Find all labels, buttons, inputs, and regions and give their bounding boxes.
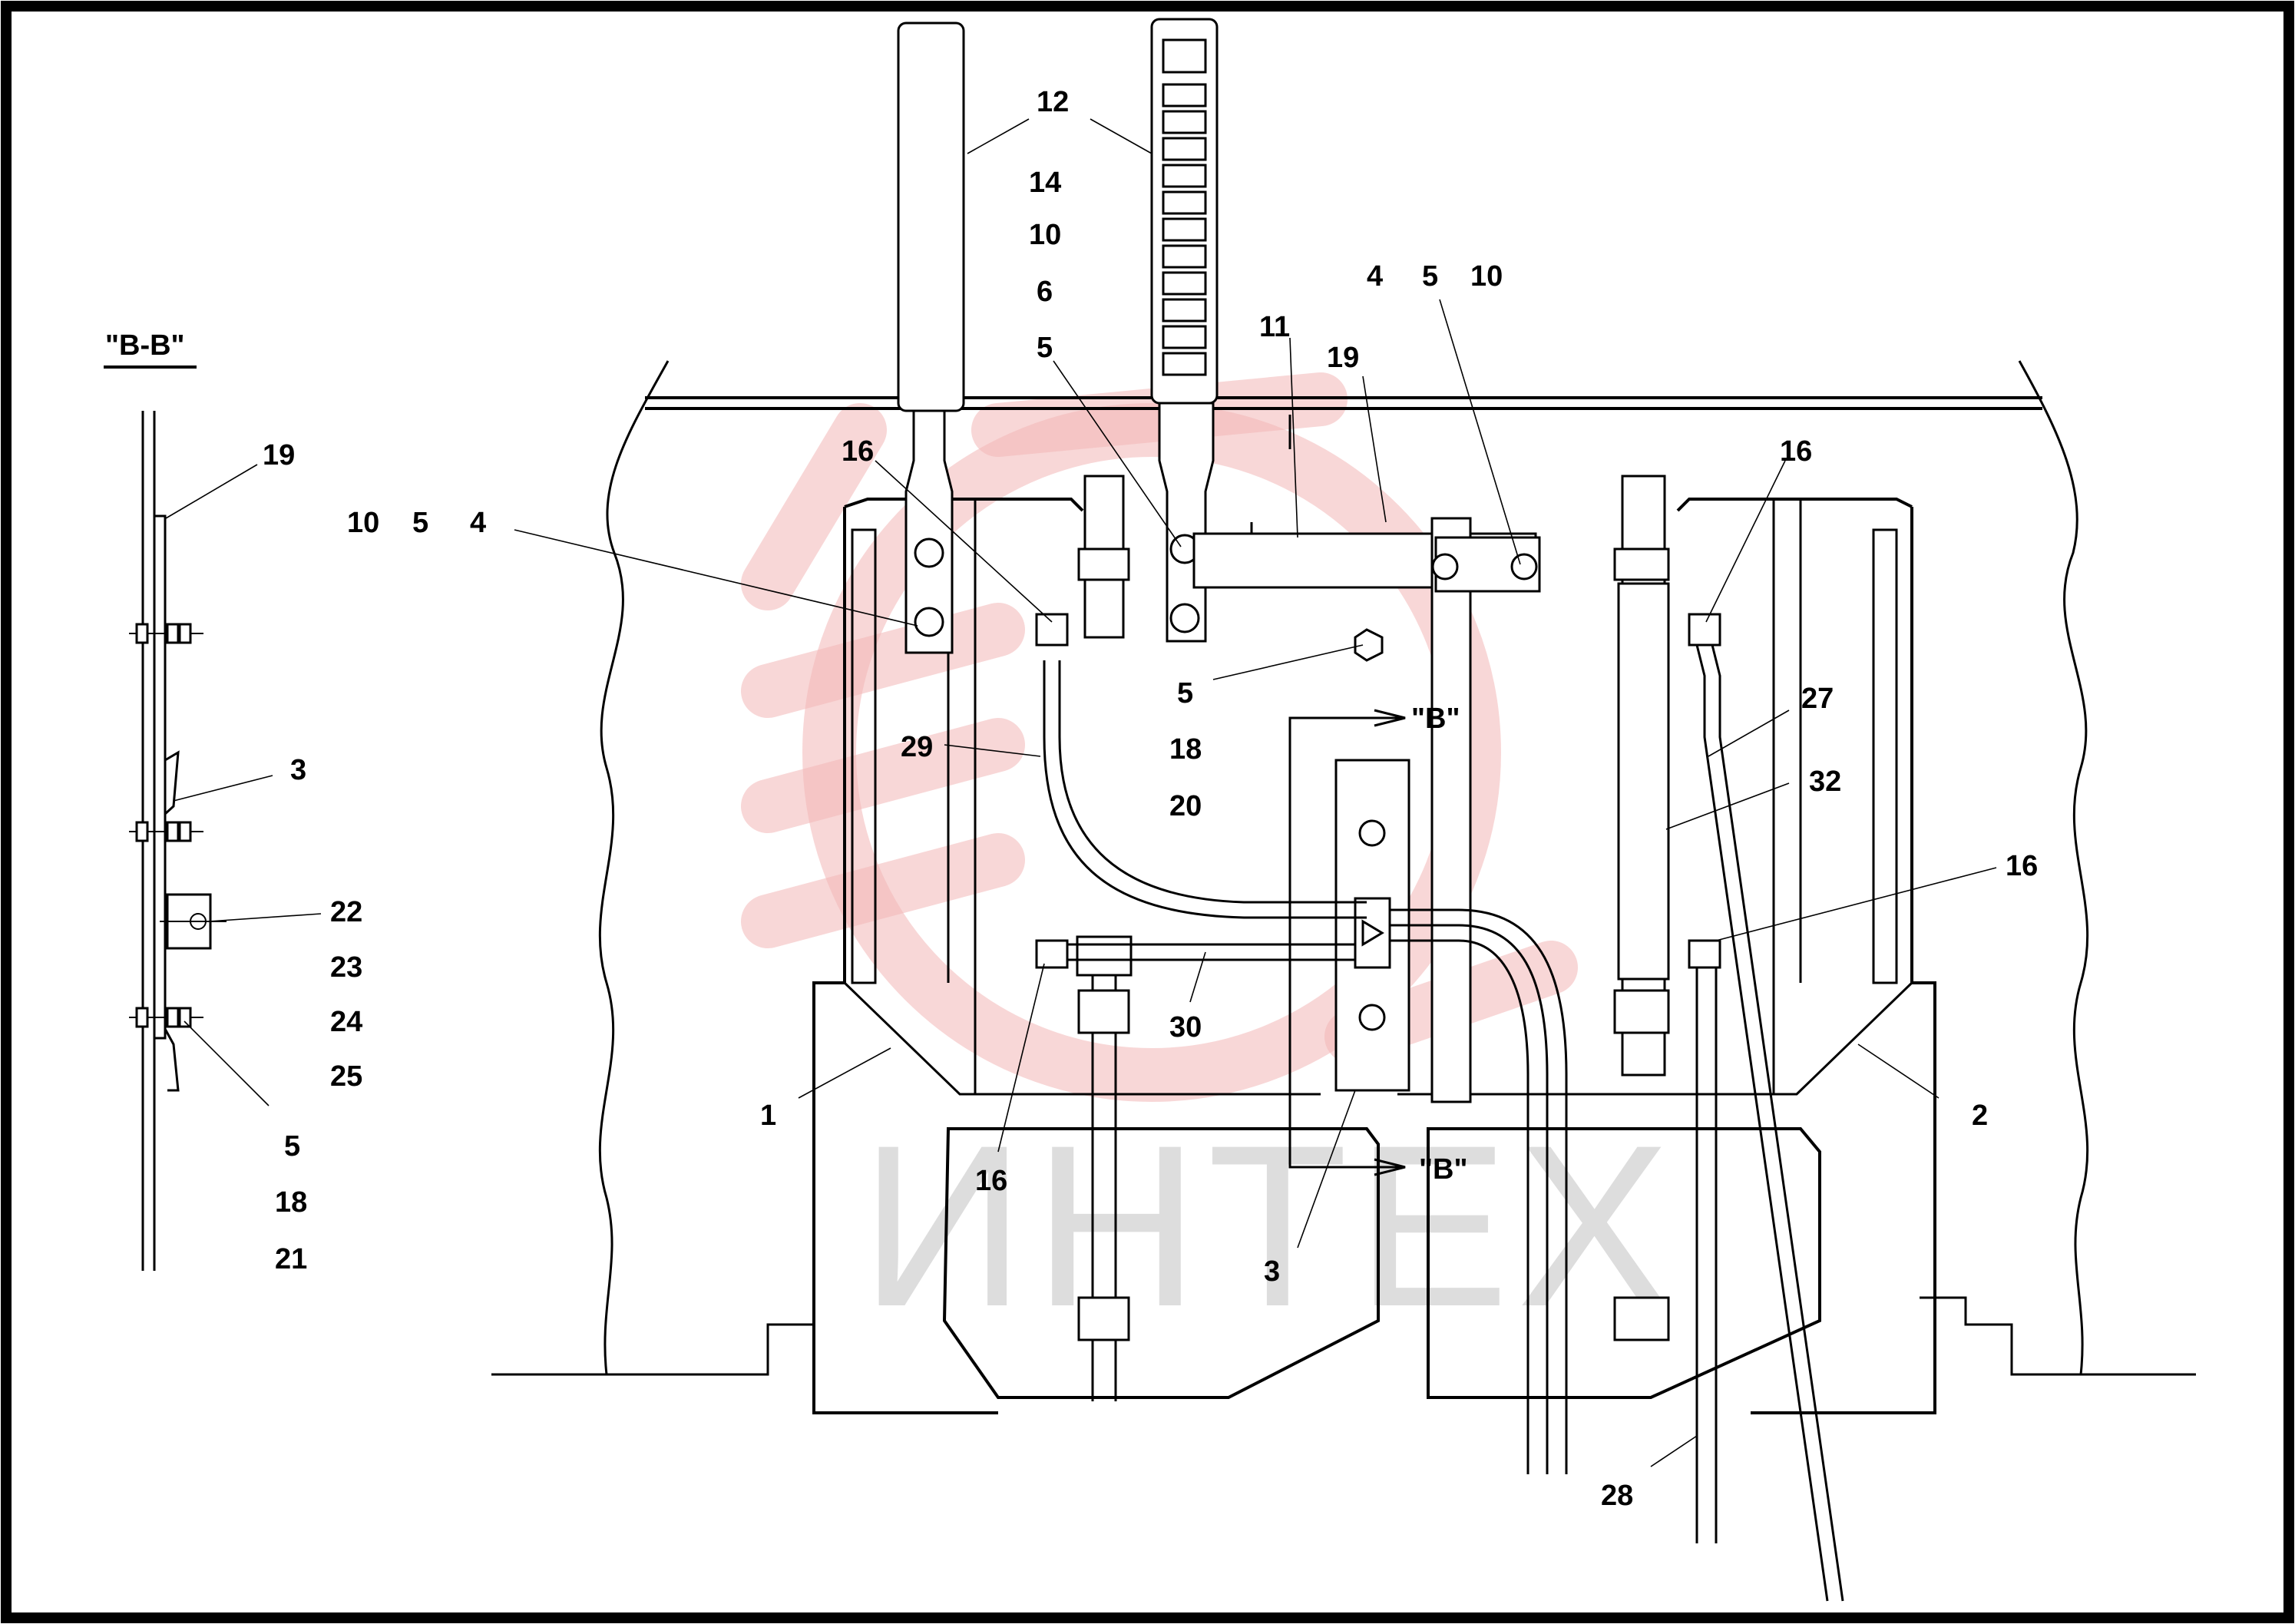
label-14: 14 xyxy=(1029,167,1061,199)
label-16: 16 xyxy=(1780,435,1812,468)
label-3: 3 xyxy=(1264,1255,1280,1288)
label-6: 6 xyxy=(1037,276,1053,308)
label-2: 2 xyxy=(1972,1100,1988,1132)
section-label-5: 5 xyxy=(284,1130,300,1163)
labels: "B-B" 12 14 10 6 5 4 5 10 11 19 16 16 10… xyxy=(105,86,2038,1512)
label-10: 10 xyxy=(1029,219,1061,251)
section-label-3: 3 xyxy=(290,754,306,786)
label-28: 28 xyxy=(1601,1480,1633,1512)
main-view xyxy=(491,18,2196,1602)
label-5: 5 xyxy=(1177,677,1193,709)
label-10: 10 xyxy=(1470,260,1503,293)
section-label-24: 24 xyxy=(330,1006,362,1038)
section-label-25: 25 xyxy=(330,1060,362,1093)
label-29: 29 xyxy=(901,731,933,763)
label-10: 10 xyxy=(347,507,379,539)
label-16: 16 xyxy=(2006,850,2038,882)
watermark-text: ИНТЕХ xyxy=(860,1096,1678,1354)
label-16: 16 xyxy=(842,435,874,468)
bolt xyxy=(129,1007,203,1028)
label-section-b-bottom: "B" xyxy=(1419,1153,1467,1186)
label-19: 19 xyxy=(1327,342,1359,374)
label-1: 1 xyxy=(760,1100,776,1132)
section-view-bb xyxy=(104,365,322,1271)
label-11: 11 xyxy=(1259,311,1290,343)
label-5: 5 xyxy=(1037,332,1053,364)
label-30: 30 xyxy=(1169,1011,1202,1044)
section-label-21: 21 xyxy=(275,1243,307,1275)
bolt xyxy=(129,623,203,644)
left-lever xyxy=(897,21,965,654)
section-title: "B-B" xyxy=(105,329,185,362)
section-label-22: 22 xyxy=(330,896,362,928)
section-label-23: 23 xyxy=(330,951,362,984)
label-4: 4 xyxy=(1367,260,1383,293)
label-section-b-top: "B" xyxy=(1411,703,1460,735)
label-5: 5 xyxy=(412,507,428,539)
section-label-18: 18 xyxy=(275,1186,307,1219)
label-18: 18 xyxy=(1169,733,1202,766)
label-4: 4 xyxy=(470,507,486,539)
label-27: 27 xyxy=(1801,683,1834,715)
label-5: 5 xyxy=(1422,260,1438,293)
label-20: 20 xyxy=(1169,790,1202,822)
label-12: 12 xyxy=(1037,86,1069,118)
bolt xyxy=(129,821,203,842)
label-16: 16 xyxy=(975,1165,1007,1197)
label-32: 32 xyxy=(1809,766,1841,798)
section-label-19: 19 xyxy=(263,439,295,471)
